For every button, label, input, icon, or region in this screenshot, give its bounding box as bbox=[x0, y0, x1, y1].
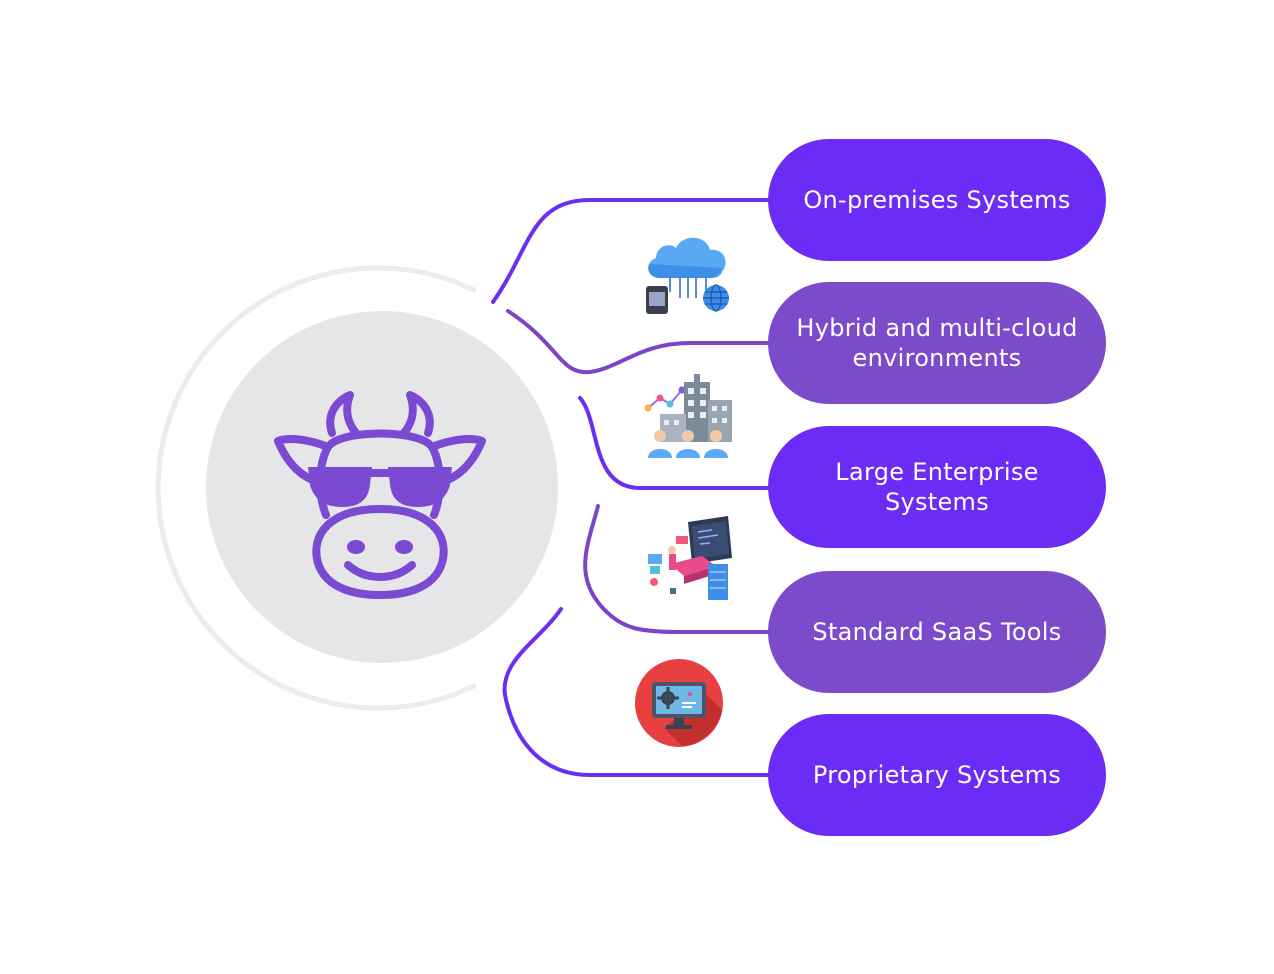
connector-enterprise bbox=[578, 396, 772, 490]
node-label: Standard SaaS Tools bbox=[812, 618, 1062, 646]
monitor-settings-icon bbox=[635, 659, 723, 747]
hub-circle bbox=[206, 311, 558, 663]
cloud-network-icon bbox=[646, 237, 729, 314]
connector-proprietary bbox=[502, 607, 772, 777]
saas-workstation-isometric-icon bbox=[648, 516, 732, 600]
node-label: Large Enterprise Systems bbox=[835, 458, 1039, 516]
node-proprietary-systems: Proprietary Systems bbox=[768, 714, 1106, 836]
cow-with-sunglasses-icon bbox=[274, 391, 486, 599]
connector-on-premises bbox=[491, 198, 772, 304]
node-label: Hybrid and multi-cloud environments bbox=[796, 314, 1078, 372]
node-hybrid-multi-cloud: Hybrid and multi-cloud environments bbox=[768, 282, 1106, 404]
node-label: On-premises Systems bbox=[803, 186, 1071, 214]
node-large-enterprise-systems: Large Enterprise Systems bbox=[768, 426, 1106, 548]
enterprise-building-analytics-icon bbox=[644, 374, 732, 458]
connector-saas bbox=[583, 504, 772, 634]
node-on-premises-systems: On-premises Systems bbox=[768, 139, 1106, 261]
connector-hybrid bbox=[506, 309, 772, 375]
outer-ring bbox=[155, 265, 477, 711]
node-standard-saas-tools: Standard SaaS Tools bbox=[768, 571, 1106, 693]
node-label: Proprietary Systems bbox=[812, 761, 1062, 789]
